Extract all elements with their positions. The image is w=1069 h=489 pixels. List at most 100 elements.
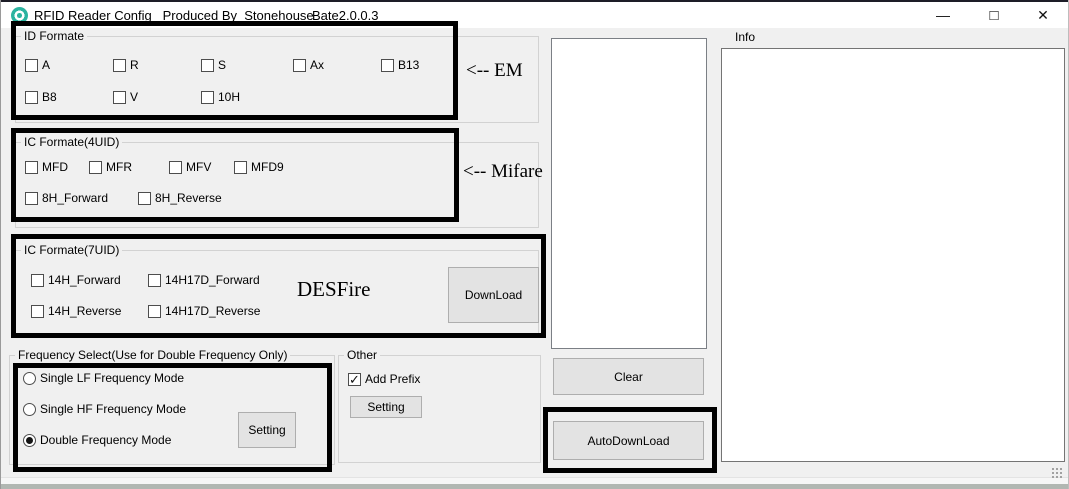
checkbox-s[interactable]: S	[201, 58, 226, 72]
group-other-title: Other	[344, 348, 381, 362]
checkbox-14h17d-forward[interactable]: 14H17D_Forward	[148, 273, 260, 287]
radio-single-hf-mode[interactable]: Single HF Frequency Mode	[23, 402, 186, 416]
checkbox-8h-reverse[interactable]: 8H_Reverse	[138, 191, 222, 205]
checkbox-8h-reverse-label: 8H_Reverse	[155, 191, 222, 205]
radio-single-hf-dot	[23, 402, 36, 416]
checkbox-8h-reverse-box	[138, 191, 151, 205]
clear-button-label: Clear	[614, 369, 643, 384]
close-icon: ✕	[1037, 6, 1049, 23]
mifare-arrow-label: <-- Mifare	[463, 161, 543, 182]
group-ic4-title: IC Formate(4UID)	[21, 135, 123, 149]
checkbox-10h[interactable]: 10H	[201, 90, 240, 104]
radio-double-frequency-dot	[23, 433, 36, 447]
checkbox-14h-forward-box	[31, 273, 44, 287]
checkbox-add-prefix-box	[348, 372, 361, 388]
checkbox-8h-forward[interactable]: 8H_Forward	[25, 191, 108, 205]
checkbox-b13-box	[381, 58, 394, 72]
group-ic-formate-4uid: IC Formate(4UID)	[15, 135, 539, 228]
radio-single-hf-label: Single HF Frequency Mode	[40, 402, 187, 416]
checkbox-14h17d-reverse[interactable]: 14H17D_Reverse	[148, 304, 260, 318]
checkbox-14h-reverse-box	[31, 304, 44, 318]
window-version: Bate2.0.0.3	[312, 8, 379, 23]
group-id-formate-title: ID Formate	[21, 29, 88, 43]
window-title: RFID Reader Config_ Produced By Stonehou…	[34, 8, 314, 23]
checkbox-14h17d-forward-box	[148, 273, 161, 287]
checkbox-8h-forward-label: 8H_Forward	[42, 191, 109, 205]
checkbox-mfd[interactable]: MFD	[25, 160, 68, 174]
download-button[interactable]: DownLoad	[448, 267, 539, 323]
autodownload-button-label: AutoDownLoad	[587, 433, 670, 448]
checkbox-mfv[interactable]: MFV	[169, 160, 211, 174]
minimize-button[interactable]: —	[921, 2, 965, 28]
other-setting-button[interactable]: Setting	[350, 396, 422, 418]
window-bottom-inner-strip	[1, 477, 1068, 484]
checkbox-14h-reverse-label: 14H_Reverse	[48, 304, 122, 318]
autodownload-button[interactable]: AutoDownLoad	[553, 421, 704, 460]
group-ic7-title: IC Formate(7UID)	[21, 243, 123, 257]
em-arrow-label: <-- EM	[466, 60, 523, 81]
group-id-formate: ID Formate	[15, 29, 539, 123]
result-listbox[interactable]	[551, 38, 707, 349]
window-bottom-edge	[1, 484, 1068, 489]
checkbox-r-box	[113, 58, 126, 72]
checkbox-mfv-label: MFV	[186, 160, 212, 174]
radio-single-lf-label: Single LF Frequency Mode	[40, 371, 185, 385]
checkbox-a[interactable]: A	[25, 58, 50, 72]
checkbox-v-label: V	[130, 90, 139, 104]
group-frequency-select: Frequency Select(Use for Double Frequenc…	[9, 348, 335, 465]
radio-double-frequency-label: Double Frequency Mode	[40, 433, 172, 447]
maximize-button[interactable]: □	[972, 2, 1016, 28]
checkbox-mfr[interactable]: MFR	[89, 160, 132, 174]
checkbox-14h-forward[interactable]: 14H_Forward	[31, 273, 121, 287]
checkbox-mfv-box	[169, 160, 182, 174]
checkbox-10h-box	[201, 90, 214, 104]
checkbox-b8[interactable]: B8	[25, 90, 57, 104]
checkbox-mfd-label: MFD	[42, 160, 68, 174]
close-button[interactable]: ✕	[1021, 2, 1065, 28]
checkbox-ax-label: Ax	[310, 58, 325, 72]
group-frequency-title: Frequency Select(Use for Double Frequenc…	[15, 348, 291, 362]
checkbox-r[interactable]: R	[113, 58, 139, 72]
checkbox-14h-reverse[interactable]: 14H_Reverse	[31, 304, 121, 318]
frequency-setting-button[interactable]: Setting	[238, 412, 296, 448]
radio-double-frequency-mode[interactable]: Double Frequency Mode	[23, 433, 171, 447]
checkbox-14h17d-reverse-box	[148, 304, 161, 318]
checkbox-add-prefix-label: Add Prefix	[365, 372, 421, 386]
checkbox-ax[interactable]: Ax	[293, 58, 324, 72]
maximize-icon: □	[989, 6, 999, 24]
group-other: Other	[338, 348, 541, 463]
download-button-label: DownLoad	[464, 288, 523, 302]
radio-single-lf-mode[interactable]: Single LF Frequency Mode	[23, 371, 184, 385]
checkbox-mfd-box	[25, 160, 38, 174]
checkbox-b8-box	[25, 90, 38, 104]
info-textarea[interactable]	[721, 48, 1065, 462]
resize-grip[interactable]	[1051, 467, 1063, 479]
checkbox-add-prefix[interactable]: Add Prefix	[348, 372, 421, 388]
checkbox-mfr-label: MFR	[106, 160, 132, 174]
radio-single-lf-dot	[23, 371, 36, 385]
checkbox-mfd9-box	[234, 160, 247, 174]
checkbox-a-box	[25, 58, 38, 72]
frequency-setting-button-label: Setting	[248, 423, 286, 437]
checkbox-b13[interactable]: B13	[381, 58, 419, 72]
app-logo-icon	[11, 7, 28, 24]
checkbox-r-label: R	[130, 58, 139, 72]
checkbox-mfr-box	[89, 160, 102, 174]
checkbox-v[interactable]: V	[113, 90, 138, 104]
checkbox-14h-forward-label: 14H_Forward	[48, 273, 121, 287]
checkbox-10h-label: 10H	[218, 90, 241, 104]
minimize-icon: —	[936, 7, 950, 23]
checkbox-ax-box	[293, 58, 306, 72]
checkbox-8h-forward-box	[25, 191, 38, 205]
checkbox-b8-label: B8	[42, 90, 57, 104]
checkbox-mfd9-label: MFD9	[251, 160, 284, 174]
window-top-border	[1, 0, 1068, 2]
checkbox-mfd9[interactable]: MFD9	[234, 160, 284, 174]
clear-button[interactable]: Clear	[553, 358, 704, 395]
checkbox-s-box	[201, 58, 214, 72]
title-bar[interactable]: RFID Reader Config_ Produced By Stonehou…	[1, 2, 1068, 28]
checkbox-14h17d-reverse-label: 14H17D_Reverse	[165, 304, 261, 318]
other-setting-button-label: Setting	[367, 400, 405, 414]
checkbox-v-box	[113, 90, 126, 104]
